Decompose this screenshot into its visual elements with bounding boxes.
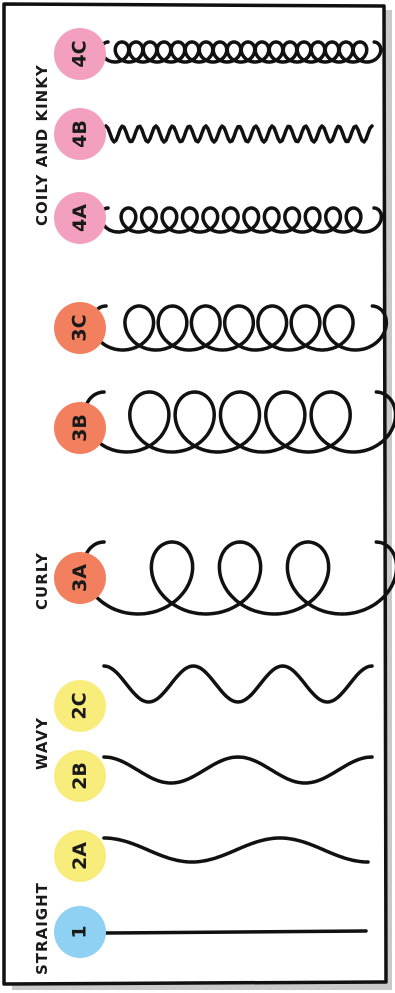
badge-4c: 4C <box>54 28 106 80</box>
badge-2c: 2C <box>54 680 106 732</box>
badge-1: 1 <box>54 906 106 958</box>
strand-3c <box>89 304 389 352</box>
strand-1 <box>102 929 368 935</box>
strand-4a <box>98 206 384 234</box>
strand-3a <box>81 540 395 616</box>
badge-3a: 3A <box>54 552 106 604</box>
badge-label: 2C <box>68 692 91 720</box>
badge-4a: 4A <box>54 192 106 244</box>
strand-4b <box>104 124 374 144</box>
strand-2b <box>102 755 374 785</box>
badge-label: 3A <box>69 564 91 592</box>
strand-2c <box>102 664 374 704</box>
badge-label: 1 <box>68 925 91 939</box>
strand-2a <box>102 836 370 864</box>
badge-label: 4A <box>69 204 91 232</box>
badge-3c: 3C <box>54 302 106 354</box>
badge-label: 2B <box>68 762 91 790</box>
badge-2a: 2A <box>54 830 106 882</box>
badge-2b: 2B <box>54 750 106 802</box>
badge-4b: 4B <box>54 108 106 160</box>
badge-label: 4B <box>68 120 91 148</box>
badge-label: 4C <box>68 40 91 68</box>
badge-label: 2A <box>69 842 91 870</box>
badge-label: 3B <box>68 414 91 442</box>
strand-4c <box>99 40 383 64</box>
badge-3b: 3B <box>54 402 106 454</box>
badge-label: 3C <box>68 314 91 342</box>
strand-3b <box>82 390 395 454</box>
